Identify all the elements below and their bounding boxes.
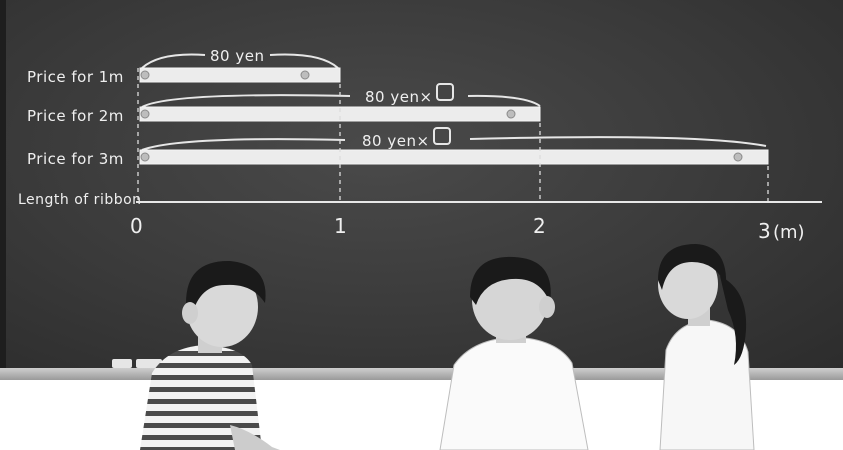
magnet: [507, 110, 515, 118]
note-80-yen: 80 yen: [210, 47, 264, 65]
boy-striped-shirt: [130, 255, 290, 450]
ribbon-1m: [140, 68, 340, 82]
magnet: [141, 110, 149, 118]
row-label-2m: Price for 2m: [27, 107, 124, 125]
magnet: [301, 71, 309, 79]
row-label-3m: Price for 3m: [27, 150, 124, 168]
blank-box-icon: [437, 84, 453, 100]
ribbon-3m: [140, 150, 768, 164]
magnet: [734, 153, 742, 161]
boy-white-shirt: [432, 255, 597, 450]
row-label-1m: Price for 1m: [27, 68, 124, 86]
tick-2: 2: [533, 214, 546, 238]
brace-2m: [142, 95, 540, 107]
axis-label: Length of ribbon: [18, 192, 142, 208]
note-80-yen-times-2m: 80 yen×: [365, 88, 433, 106]
blank-box-icon: [434, 128, 450, 144]
unit-label: (m): [773, 222, 805, 243]
tick-1: 1: [334, 214, 347, 238]
magnet: [141, 71, 149, 79]
note-80-yen-times-3m: 80 yen×: [362, 132, 430, 150]
magnet: [141, 153, 149, 161]
brace-3m: [142, 137, 766, 150]
tick-0: 0: [130, 214, 143, 238]
girl-ponytail: [648, 240, 763, 450]
